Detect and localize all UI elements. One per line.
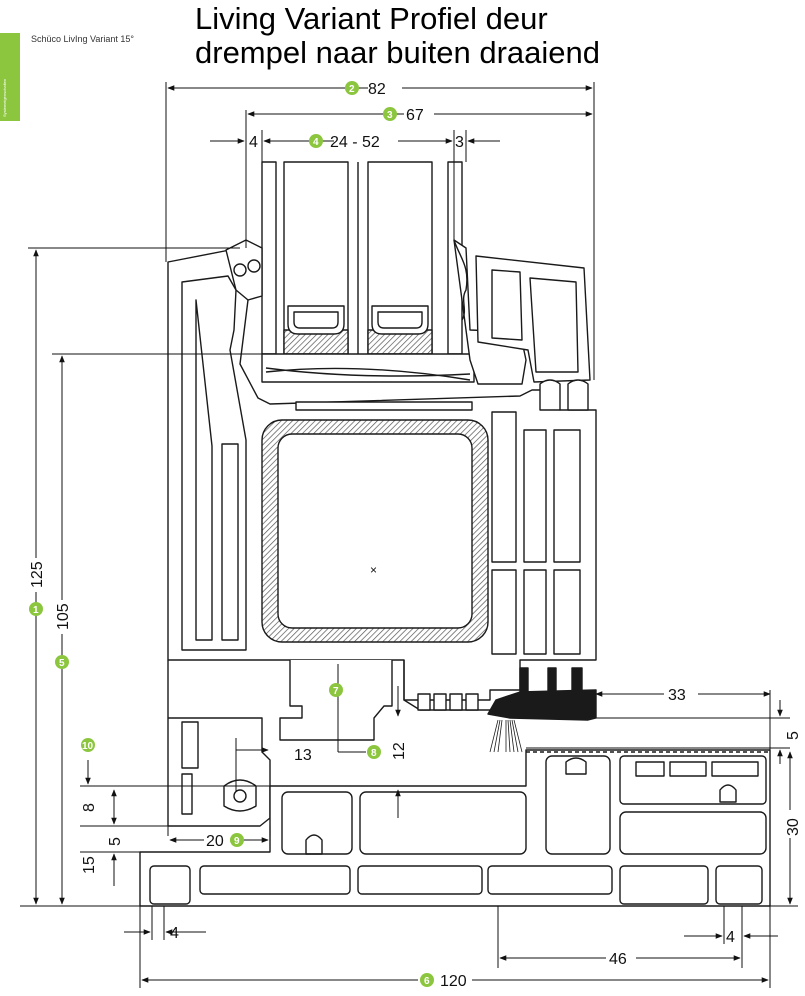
marker-7: 7 — [329, 683, 343, 697]
sill-rebate — [487, 667, 597, 721]
marker-8: 8 — [367, 745, 381, 759]
svg-text:5: 5 — [59, 658, 65, 669]
dim-8: 8 — [81, 803, 98, 812]
marker-4: 4 — [309, 134, 323, 148]
svg-text:3: 3 — [387, 110, 393, 121]
marker-10: 10 — [81, 738, 95, 752]
dim-4-top: 4 — [249, 134, 258, 151]
dim-105: 105 — [55, 603, 72, 630]
dim-12: 12 — [391, 742, 408, 760]
page-title: Living Variant Profiel deur drempel naar… — [195, 2, 600, 70]
marker-2: 2 — [345, 81, 359, 95]
svg-text:9: 9 — [234, 836, 240, 847]
dim-15: 15 — [81, 856, 98, 874]
svg-text:4: 4 — [313, 137, 319, 148]
svg-text:8: 8 — [371, 748, 377, 759]
marker-3: 3 — [383, 107, 397, 121]
marker-5: 5 — [55, 655, 69, 669]
dim-67: 67 — [406, 107, 424, 124]
dim-125: 125 — [29, 561, 46, 588]
title-line-1: Living Variant Profiel deur — [195, 1, 548, 36]
title-line-2: drempel naar buiten draaiend — [195, 35, 600, 70]
callout-markers: 2 3 4 1 5 7 8 9 10 6 — [29, 81, 434, 987]
svg-text:7: 7 — [333, 686, 339, 697]
dim-30: 30 — [785, 818, 802, 836]
dim-13: 13 — [294, 747, 312, 764]
glass-pane — [261, 161, 475, 383]
dim-3-top: 3 — [455, 134, 464, 151]
dim-20: 20 — [206, 833, 224, 850]
marker-9: 9 — [230, 833, 244, 847]
dim-33: 33 — [668, 687, 686, 704]
marker-1: 1 — [29, 602, 43, 616]
dim-120: 120 — [440, 973, 467, 990]
brush-seal — [489, 719, 523, 753]
marker-6: 6 — [420, 973, 434, 987]
center-mark: × — [370, 563, 377, 577]
side-tab: Systemeigenschaften — [0, 33, 20, 121]
dim-4-right: 4 — [726, 929, 735, 946]
svg-text:10: 10 — [82, 741, 94, 752]
brand-label: Schüco LivIng Variant 15° — [31, 34, 134, 44]
dim-5-left: 5 — [107, 837, 124, 846]
svg-text:2: 2 — [349, 84, 355, 95]
dim-46: 46 — [609, 951, 627, 968]
dim-24-52: 24 - 52 — [330, 134, 380, 151]
dim-82: 82 — [368, 81, 386, 98]
dim-4-left: 4 — [170, 925, 179, 942]
profile-geometry — [139, 161, 771, 907]
svg-text:6: 6 — [424, 976, 430, 987]
svg-text:1: 1 — [33, 605, 39, 616]
dim-5-right: 5 — [785, 731, 802, 740]
